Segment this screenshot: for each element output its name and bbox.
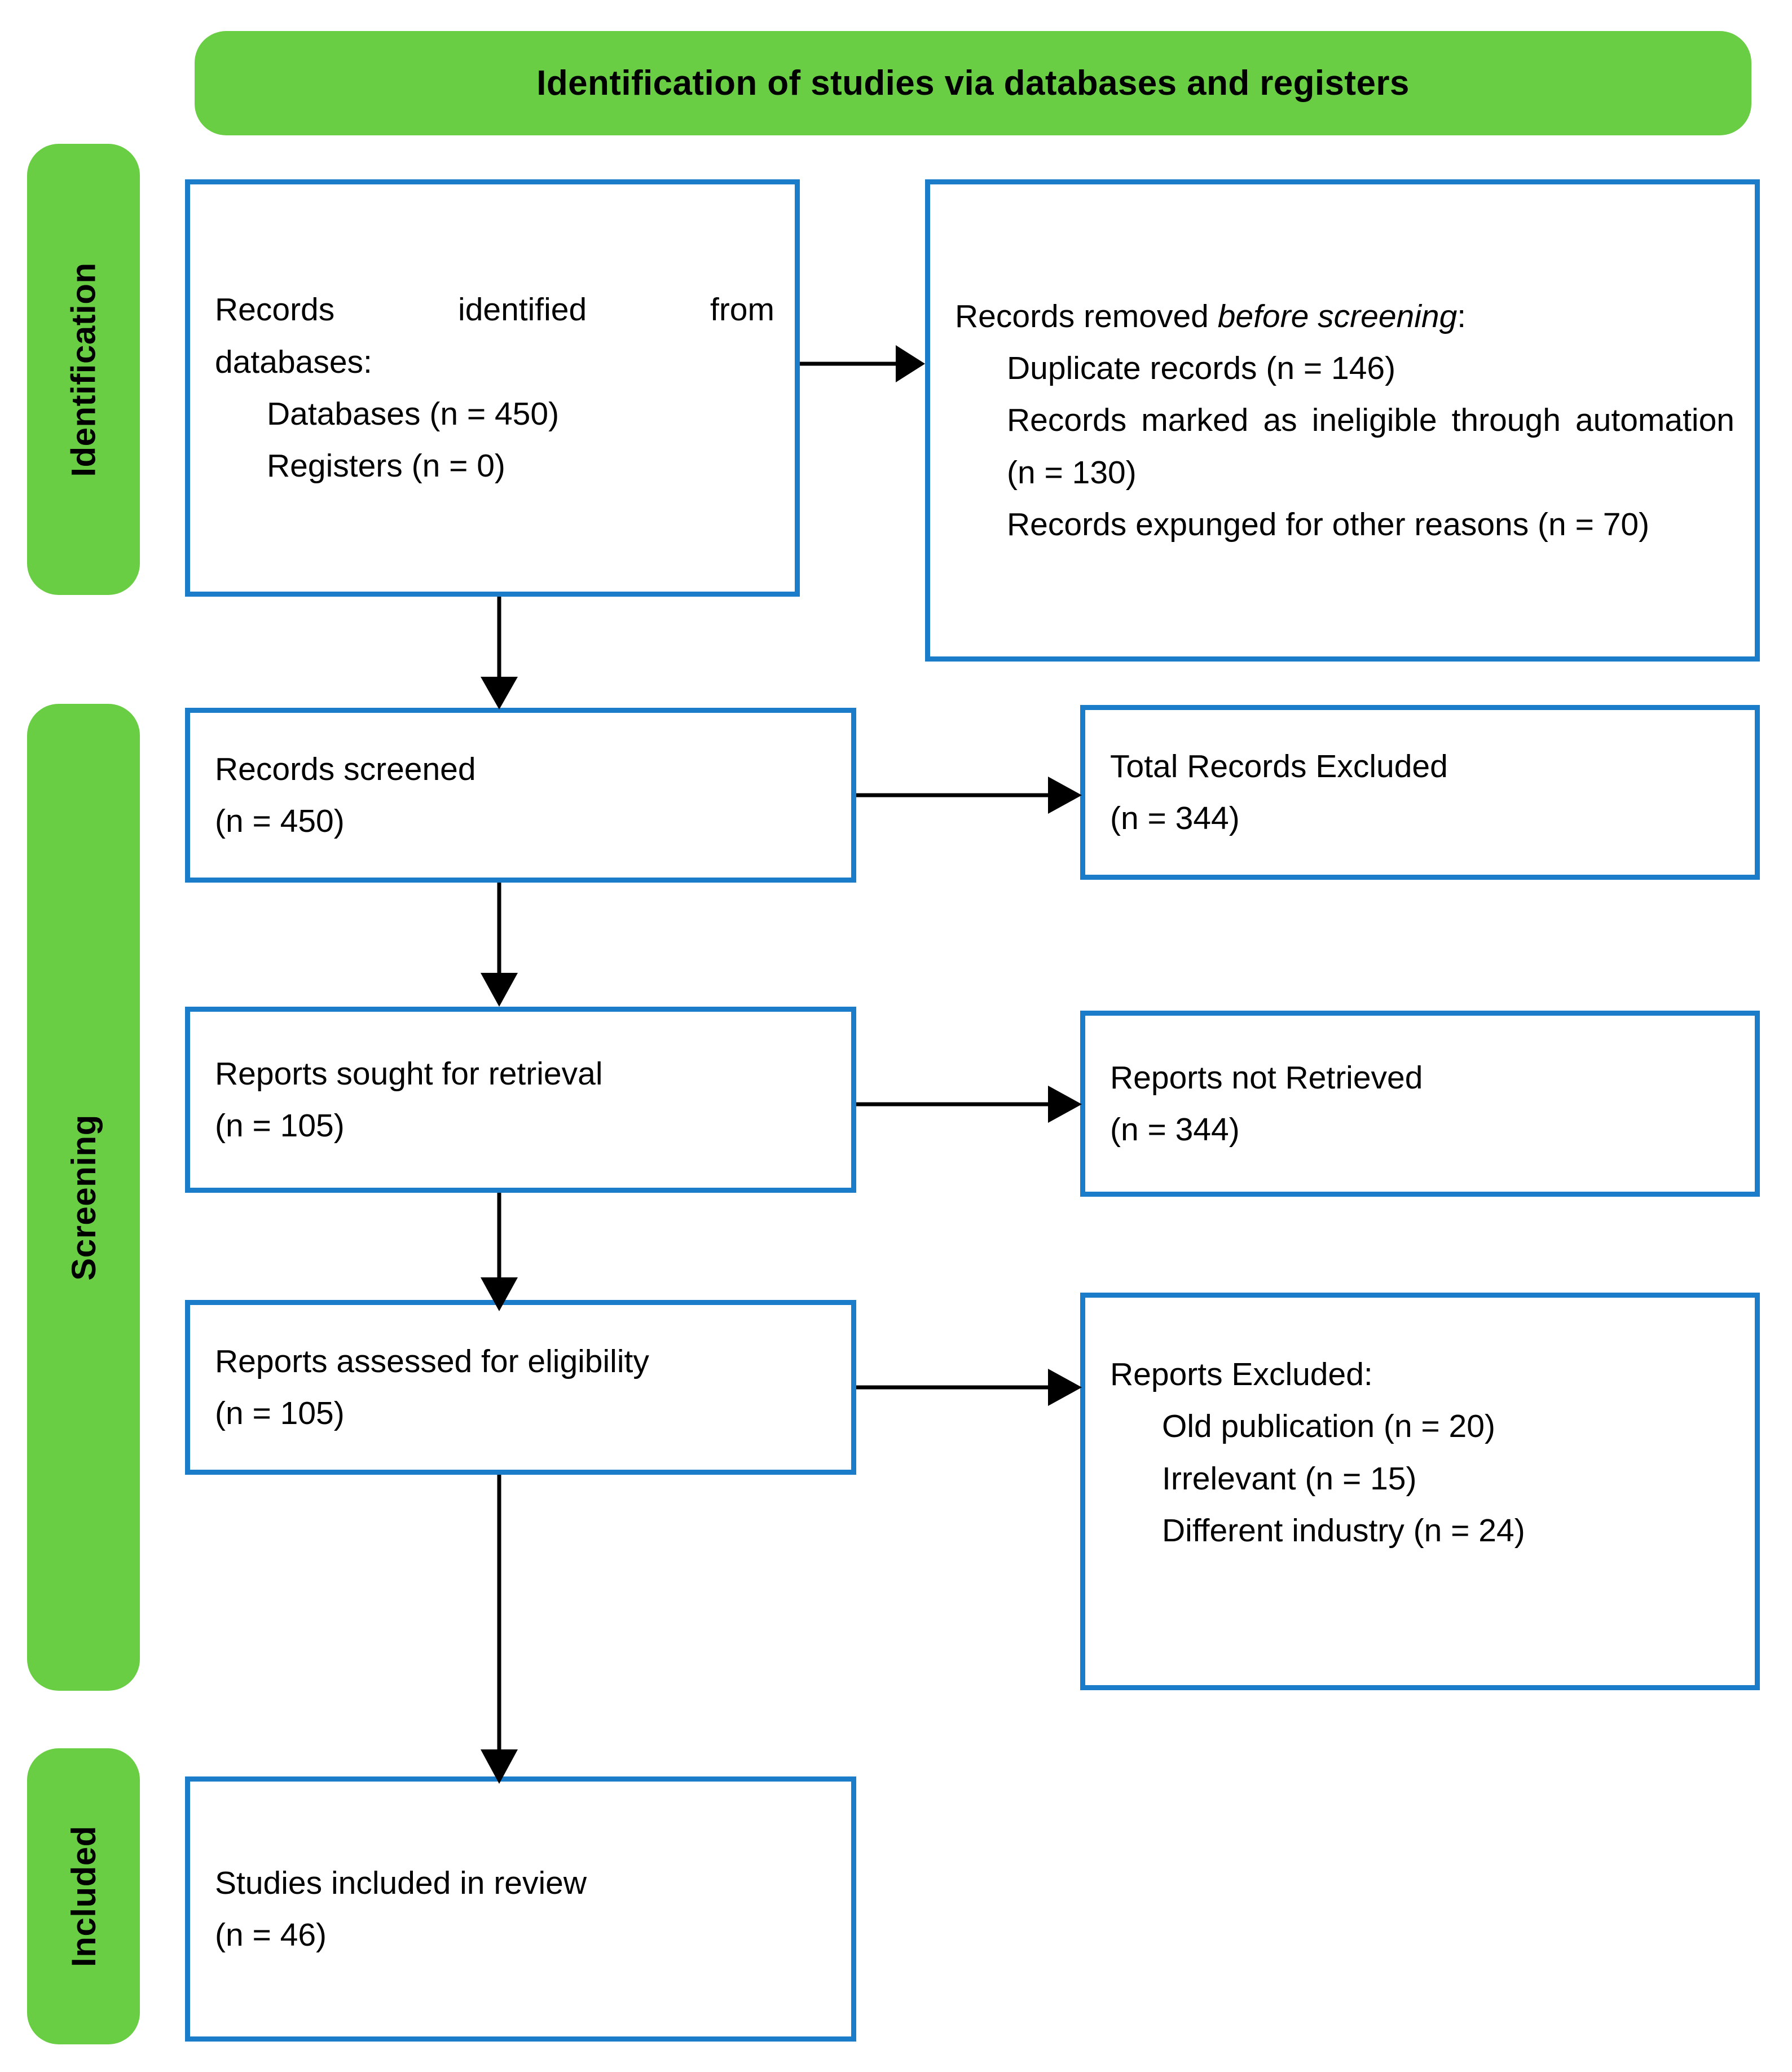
reports-not-retrieved-line1: Reports not Retrieved	[1110, 1059, 1423, 1096]
box-reports-excluded: Reports Excluded: Old publication (n = 2…	[1080, 1293, 1760, 1690]
records-removed-duplicates: Duplicate records (n = 146)	[1007, 350, 1396, 386]
total-excluded-count: (n = 344)	[1110, 800, 1240, 836]
arrow-assessed-to-included	[471, 1475, 527, 1791]
arrow-identified-to-removed	[800, 338, 935, 389]
stage-bar-screening: Screening	[27, 704, 140, 1691]
box-reports-assessed: Reports assessed for eligibility (n = 10…	[185, 1300, 856, 1475]
records-screened-count: (n = 450)	[215, 803, 345, 839]
total-excluded-line1: Total Records Excluded	[1110, 748, 1448, 784]
studies-included-line1: Studies included in review	[215, 1864, 587, 1901]
records-identified-line1: Records identified from	[215, 292, 774, 328]
records-removed-heading: Records removed before screening:	[955, 290, 1734, 342]
records-removed-other-reasons: Records expunged for other reasons (n = …	[1007, 506, 1650, 543]
reports-assessed-line1: Reports assessed for eligibility	[215, 1343, 649, 1379]
reports-excluded-old-publication: Old publication (n = 20)	[1162, 1408, 1495, 1445]
arrow-screened-to-excluded	[856, 770, 1093, 821]
stage-label-identification: Identification	[64, 262, 103, 477]
records-identified-line2: databases:	[215, 343, 372, 380]
arrow-sought-to-assessed	[471, 1193, 527, 1317]
arrow-assessed-to-excluded	[856, 1362, 1093, 1413]
stage-bar-identification: Identification	[27, 144, 140, 595]
box-reports-sought: Reports sought for retrieval (n = 105)	[185, 1007, 856, 1193]
reports-sought-line1: Reports sought for retrieval	[215, 1055, 603, 1092]
box-total-records-excluded: Total Records Excluded (n = 344)	[1080, 705, 1760, 880]
records-removed-heading-prefix: Records removed	[955, 298, 1218, 334]
reports-excluded-different-industry: Different industry (n = 24)	[1162, 1512, 1525, 1549]
box-reports-not-retrieved: Reports not Retrieved (n = 344)	[1080, 1011, 1760, 1197]
reports-excluded-heading: Reports Excluded:	[1110, 1356, 1373, 1392]
arrow-identified-to-screened	[471, 597, 527, 715]
records-identified-databases: Databases (n = 450)	[267, 396, 560, 432]
header-title: Identification of studies via databases …	[536, 64, 1410, 103]
records-removed-heading-suffix: :	[1457, 298, 1467, 334]
records-removed-heading-emphasis: before screening	[1217, 298, 1458, 334]
reports-excluded-irrelevant: Irrelevant (n = 15)	[1162, 1460, 1417, 1497]
records-removed-ineligible-automation: Records marked as ineligible through aut…	[1007, 402, 1734, 491]
stage-label-included: Included	[64, 1826, 103, 1967]
reports-sought-count: (n = 105)	[215, 1108, 345, 1144]
box-records-removed: Records removed before screening: Duplic…	[925, 179, 1760, 662]
records-screened-line1: Records screened	[215, 751, 476, 787]
records-identified-registers: Registers (n = 0)	[267, 448, 505, 484]
studies-included-count: (n = 46)	[215, 1917, 327, 1953]
arrow-screened-to-sought	[471, 883, 527, 1012]
header-banner: Identification of studies via databases …	[195, 31, 1751, 135]
stage-bar-included: Included	[27, 1748, 140, 2044]
reports-not-retrieved-count: (n = 344)	[1110, 1112, 1240, 1148]
box-studies-included: Studies included in review (n = 46)	[185, 1776, 856, 2042]
arrow-sought-to-not-retrieved	[856, 1079, 1093, 1130]
box-records-screened: Records screened (n = 450)	[185, 708, 856, 883]
reports-assessed-count: (n = 105)	[215, 1395, 345, 1431]
stage-label-screening: Screening	[64, 1114, 103, 1281]
box-records-identified: Records identified from databases: Datab…	[185, 179, 800, 597]
